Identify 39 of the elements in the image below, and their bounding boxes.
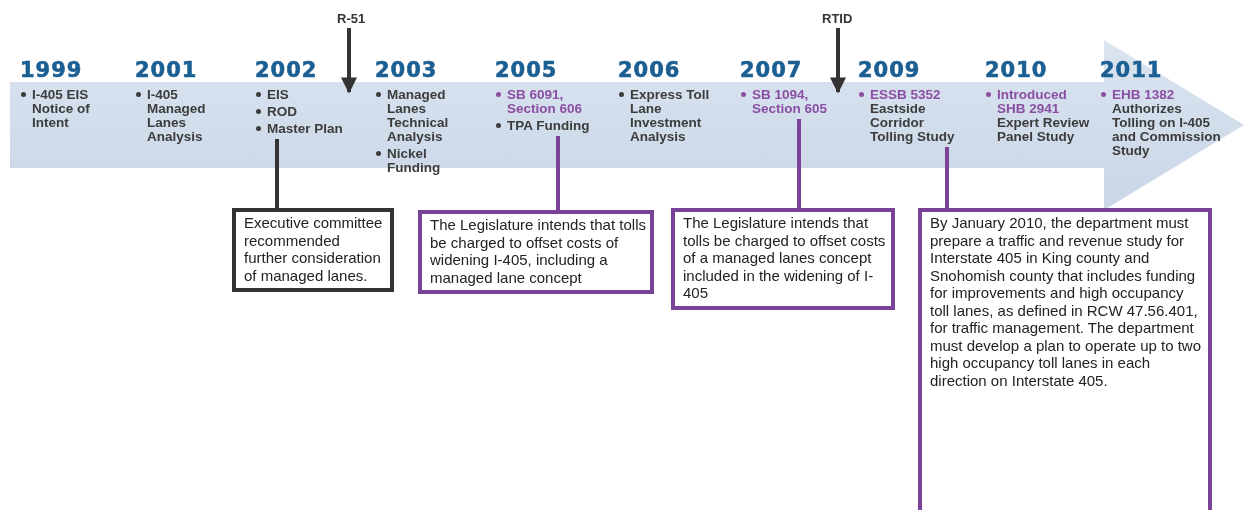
leader-line (556, 136, 560, 210)
year-label: 2011 (1100, 58, 1164, 82)
item-text: EHB 1382 (1112, 87, 1175, 102)
item-text: SB 1094, Section 605 (752, 87, 828, 116)
year-label: 2005 (495, 58, 559, 82)
year-label: 2001 (135, 58, 199, 82)
item-text: ESSB 5352 (870, 87, 941, 102)
item-text: TPA Funding (507, 118, 590, 133)
bullet-item: Expert Review Panel Study (996, 116, 1091, 144)
year-label: 2009 (858, 58, 922, 82)
item-text: ROD (267, 104, 297, 119)
item-text: SB 6091, Section 606 (507, 87, 583, 116)
bullet-item: Authorizes Tolling on I-405 and Commission Study (1111, 102, 1222, 158)
callout-box: The Legislature intends that tolls be charged to offset costs of widening I-405, including a managed lane concept (418, 210, 654, 294)
bullet-item: Eastside Corridor Tolling Study (869, 102, 956, 144)
item-text: Introduced SHB 2941 (997, 87, 1067, 116)
leader-line (275, 139, 279, 208)
item-text: I-405 EIS Notice of Intent (32, 87, 90, 130)
item-text: EIS (267, 87, 289, 102)
year-label: 2002 (255, 58, 319, 82)
arrow (830, 28, 846, 94)
arrow (341, 28, 357, 94)
callout-box: The Legislature intends that tolls be charged to offset costs of a managed lanes concept included in the widening of I-405 (671, 208, 895, 310)
year-label: 2003 (375, 58, 439, 82)
item-text: Express Toll Lane Investment Analysis (630, 87, 710, 144)
callout-box: By January 2010, the department must prepare a traffic and revenue study for Interstate 405 in King county and Snohomish county that includes funding for improvements and high occupancy toll lanes, as defined in RCW 47.56.401, for traffic management. The department must develop a plan to operate up to two high occupancy toll lanes in each direction on Interstate 405. (918, 208, 1212, 510)
item-text: I-405 Managed Lanes Analysis (147, 87, 206, 144)
year-label: 1999 (20, 58, 84, 82)
item-text: Master Plan (267, 121, 343, 136)
leader-line (945, 147, 949, 208)
item-text: Nickel Funding (387, 146, 441, 175)
year-label: 2010 (985, 58, 1049, 82)
item-text: Managed Lanes Technical Analysis (387, 87, 449, 144)
leader-line (797, 119, 801, 208)
year-label: 2006 (618, 58, 682, 82)
year-label: 2007 (740, 58, 804, 82)
arrow-label: RTID (822, 11, 853, 26)
arrow-label: R-51 (337, 11, 366, 26)
callout-box: Executive committee recommended further consideration of managed lanes. (232, 208, 394, 292)
